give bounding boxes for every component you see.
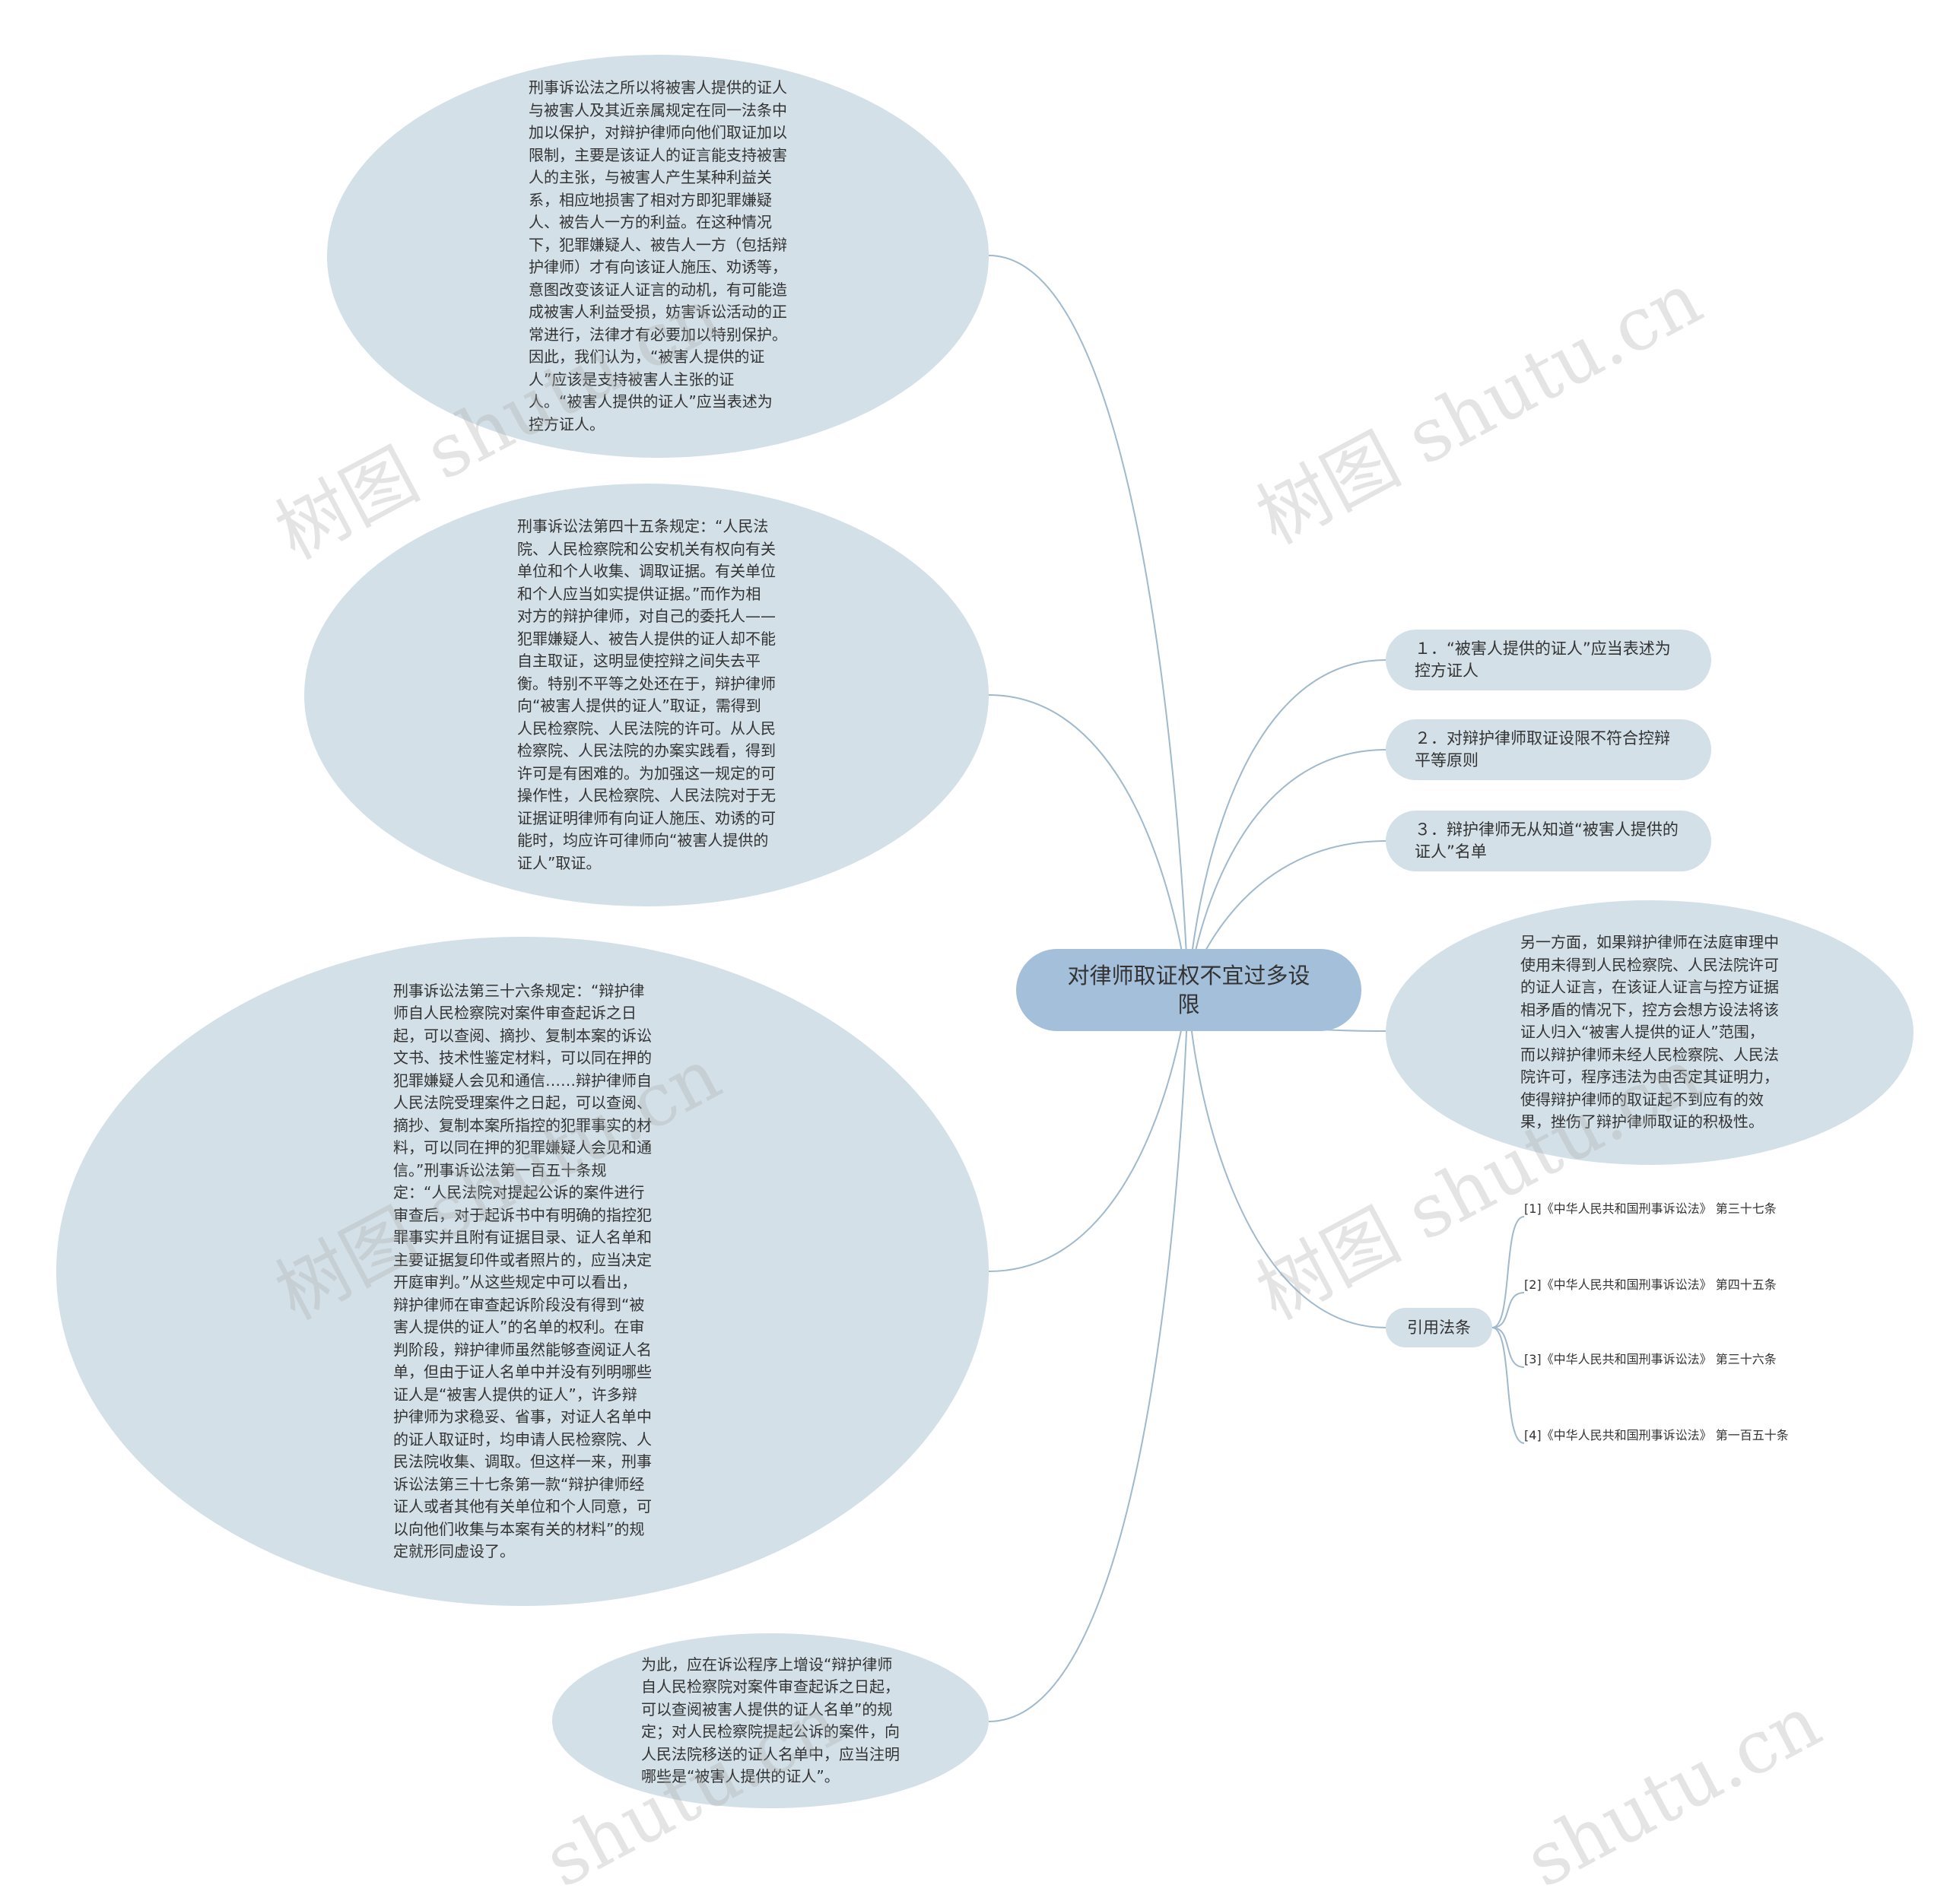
edge-ref-1 [1491, 1216, 1525, 1328]
right-pill-text: ２．对辩护律师取证设限不符合控辩平等原则 [1415, 729, 1670, 770]
right-pill-2[interactable]: ２．对辩护律师取证设限不符合控辩平等原则 [1386, 719, 1711, 780]
citations-label-text: 引用法条 [1407, 1318, 1471, 1337]
citations-label[interactable]: 引用法条 [1386, 1308, 1492, 1347]
right-node-other-aspect[interactable]: 另一方面，如果辩护律师在法庭审理中使用未得到人民检察院、人民法院许可的证人证言，… [1386, 900, 1914, 1165]
citation-item-1[interactable]: [1]《中华人民共和国刑事诉讼法》 第三十七条 [1524, 1201, 1777, 1216]
left-node-text: 刑事诉讼法之所以将被害人提供的证人与被害人及其近亲属规定在同一法条中加以保护，对… [529, 78, 787, 433]
left-node-legal-basis[interactable]: 刑事诉讼法之所以将被害人提供的证人与被害人及其近亲属规定在同一法条中加以保护，对… [327, 55, 989, 458]
left-node-text: 为此，应在诉讼程序上增设“辩护律师自人民检察院对案件审查起诉之日起，可以查阅被害… [641, 1655, 900, 1786]
central-topic-text: 对律师取证权不宜过多设限 [1067, 963, 1310, 1017]
central-topic[interactable]: 对律师取证权不宜过多设限 [1016, 949, 1361, 1031]
mind-map-canvas: 刑事诉讼法之所以将被害人提供的证人与被害人及其近亲属规定在同一法条中加以保护，对… [56, 55, 1914, 1904]
citation-item-4[interactable]: [4]《中华人民共和国刑事诉讼法》 第一百五十条 [1524, 1428, 1789, 1442]
right-pill-1[interactable]: １．“被害人提供的证人”应当表述为控方证人 [1386, 630, 1711, 690]
edge-ref-3 [1491, 1327, 1525, 1368]
right-node-text: 另一方面，如果辩护律师在法庭审理中使用未得到人民检察院、人民法院许可的证人证言，… [1520, 933, 1779, 1131]
left-node-proposal[interactable]: 为此，应在诉讼程序上增设“辩护律师自人民检察院对案件审查起诉之日起，可以查阅被害… [552, 1633, 989, 1808]
edge-ref-2 [1491, 1292, 1525, 1328]
left-node-text: 刑事诉讼法第三十六条规定：“辩护律师自人民检察院对案件审查起诉之日起，可以查阅、… [393, 981, 652, 1561]
edge-right-1 [1187, 659, 1386, 991]
edge-left-1 [988, 255, 1189, 991]
citation-item-3[interactable]: [3]《中华人民共和国刑事诉讼法》 第三十六条 [1524, 1352, 1777, 1366]
right-pill-text: １．“被害人提供的证人”应当表述为控方证人 [1415, 639, 1671, 680]
left-node-article-45[interactable]: 刑事诉讼法第四十五条规定：“人民法院、人民检察院和公安机关有权向有关单位和个人收… [304, 484, 989, 906]
right-pill-3[interactable]: ３．辩护律师无从知道“被害人提供的证人”名单 [1386, 811, 1711, 871]
edge-right-5 [1187, 989, 1386, 1328]
edge-left-4 [988, 989, 1189, 1722]
citation-item-2[interactable]: [2]《中华人民共和国刑事诉讼法》 第四十五条 [1524, 1277, 1777, 1292]
left-node-text: 刑事诉讼法第四十五条规定：“人民法院、人民检察院和公安机关有权向有关单位和个人收… [517, 517, 776, 872]
left-node-article-36[interactable]: 刑事诉讼法第三十六条规定：“辩护律师自人民检察院对案件审查起诉之日起，可以查阅、… [56, 937, 989, 1606]
right-pill-text: ３．辩护律师无从知道“被害人提供的证人”名单 [1415, 820, 1679, 861]
edge-ref-4 [1491, 1327, 1525, 1444]
edge-left-3 [988, 989, 1189, 1272]
edge-left-2 [988, 694, 1189, 991]
